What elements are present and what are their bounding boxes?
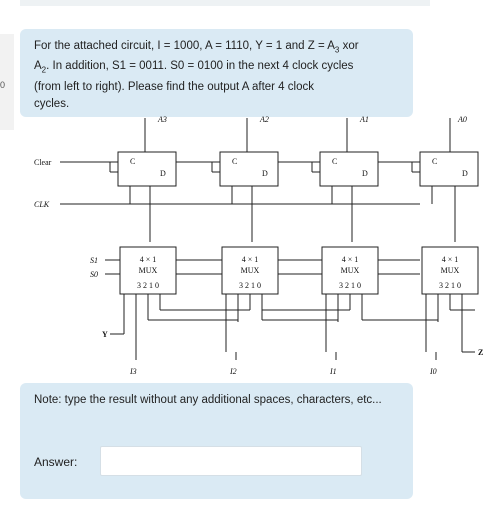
label-i1: I1 (329, 367, 337, 376)
svg-text:C: C (130, 157, 135, 166)
label-z: Z (478, 348, 483, 357)
label-s1: S1 (90, 256, 98, 265)
label-a2: A2 (259, 115, 269, 124)
svg-text:C: C (332, 157, 337, 166)
answer-panel: Note: type the result without any additi… (20, 383, 413, 499)
flip-flop-1: C D (319, 151, 379, 187)
svg-text:MUX: MUX (341, 266, 360, 275)
flip-flop-3: C D (117, 151, 177, 187)
flip-flop-0: C D (419, 151, 479, 187)
svg-text:C: C (232, 157, 237, 166)
label-i2: I2 (229, 367, 237, 376)
label-y: Y (102, 330, 108, 339)
side-gutter (0, 34, 14, 130)
mux-3: 4 × 1 MUX 3 2 1 0 (119, 246, 177, 295)
mux-0: 4 × 1 MUX 3 2 1 0 (421, 246, 479, 295)
label-a3: A3 (157, 115, 167, 124)
note-text: Note: type the result without any additi… (34, 394, 382, 406)
label-i3: I3 (129, 367, 137, 376)
svg-text:MUX: MUX (441, 266, 460, 275)
svg-text:MUX: MUX (139, 266, 158, 275)
label-clk: CLK (34, 200, 50, 209)
svg-text:D: D (462, 169, 468, 178)
svg-text:4 × 1: 4 × 1 (342, 255, 359, 264)
svg-text:3 2 1 0: 3 2 1 0 (339, 281, 361, 290)
label-s0: S0 (90, 270, 98, 279)
question-panel: For the attached circuit, I = 1000, A = … (20, 29, 413, 117)
question-number: 0 (0, 80, 6, 90)
question-text: For the attached circuit, I = 1000, A = … (34, 40, 359, 110)
svg-text:D: D (262, 169, 268, 178)
label-i0: I0 (429, 367, 437, 376)
circuit-diagram: C D C D C D C D 4 × 1 MUX 3 2 1 0 4 × 1 … (34, 115, 483, 376)
answer-label: Answer: (34, 455, 78, 469)
mux-1: 4 × 1 MUX 3 2 1 0 (321, 246, 379, 295)
svg-text:D: D (362, 169, 368, 178)
mux-2: 4 × 1 MUX 3 2 1 0 (221, 246, 279, 295)
svg-text:3 2 1 0: 3 2 1 0 (137, 281, 159, 290)
answer-input[interactable] (100, 446, 362, 476)
svg-text:C: C (432, 157, 437, 166)
flip-flop-2: C D (219, 151, 279, 187)
label-clear: Clear (34, 158, 52, 167)
label-a1: A1 (359, 115, 369, 124)
label-a0: A0 (457, 115, 467, 124)
svg-text:4 × 1: 4 × 1 (140, 255, 157, 264)
svg-text:4 × 1: 4 × 1 (242, 255, 259, 264)
svg-text:3 2 1 0: 3 2 1 0 (239, 281, 261, 290)
svg-text:4 × 1: 4 × 1 (442, 255, 459, 264)
svg-text:MUX: MUX (241, 266, 260, 275)
svg-text:3 2 1 0: 3 2 1 0 (439, 281, 461, 290)
top-bar (20, 0, 430, 6)
svg-text:D: D (160, 169, 166, 178)
